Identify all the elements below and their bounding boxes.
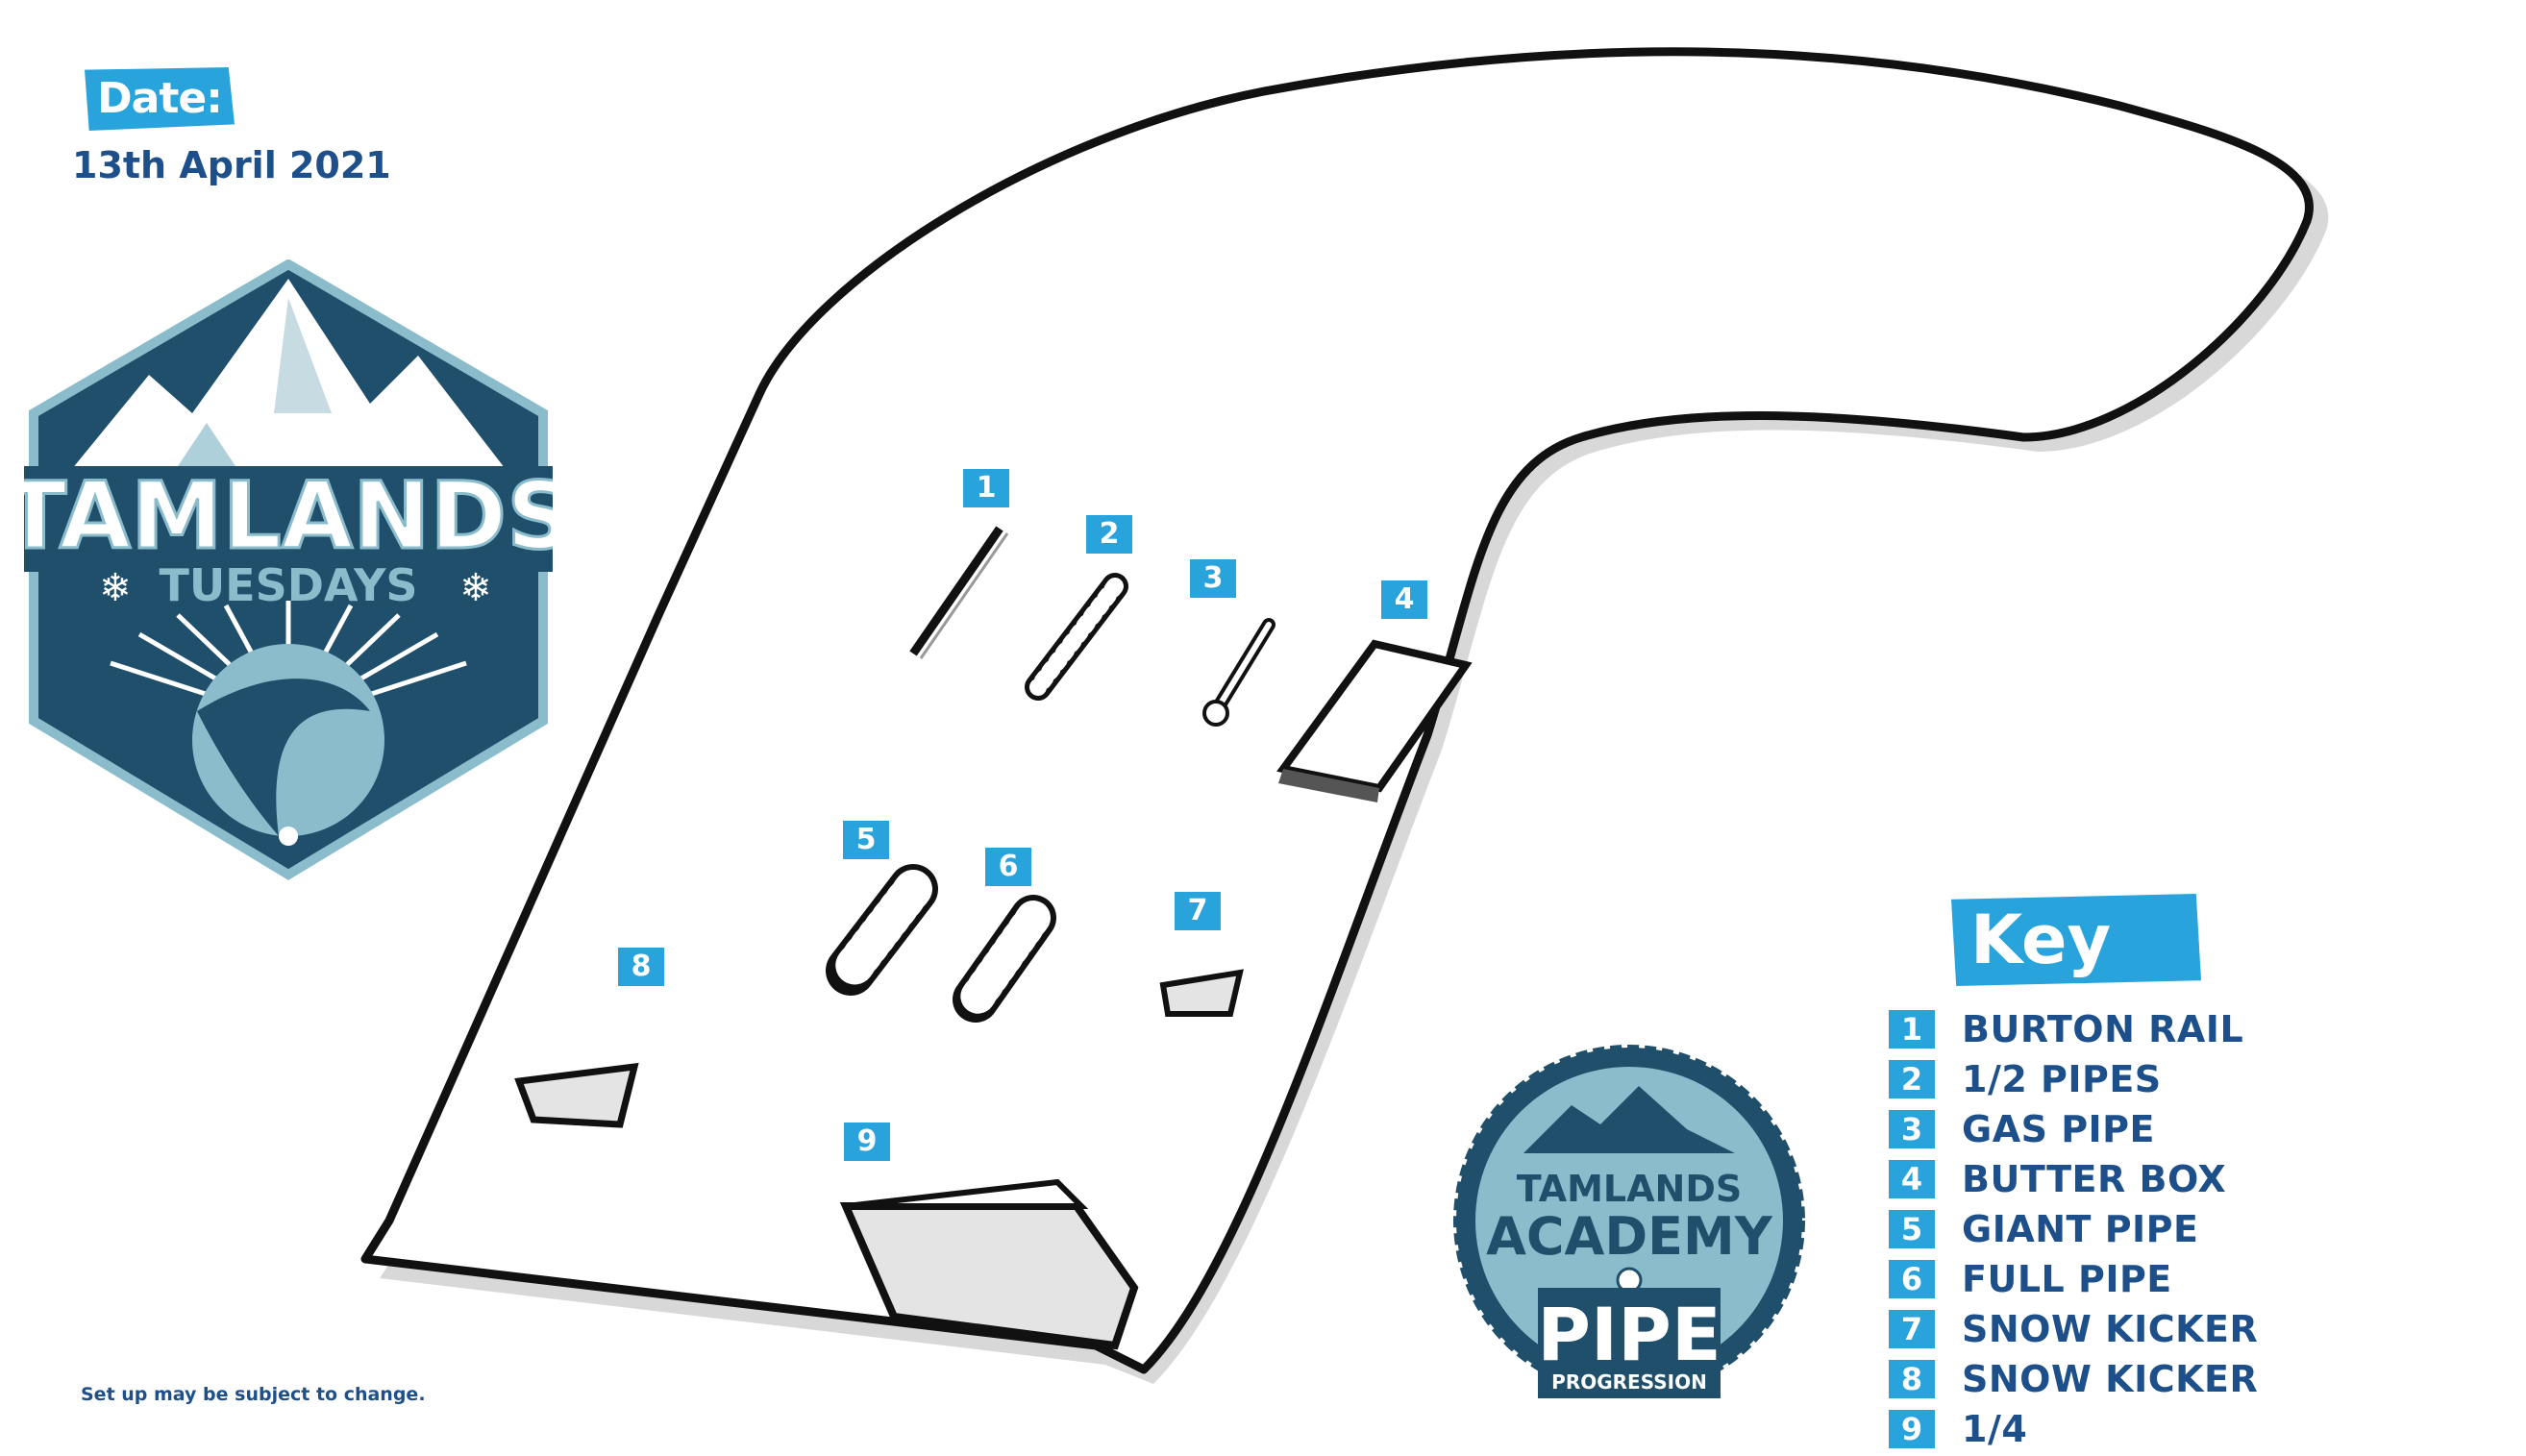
key-label: 1/4 bbox=[1962, 1408, 2028, 1450]
key-number: 2 bbox=[1889, 1060, 1935, 1098]
key-item: 2 1/2 PIPES bbox=[1889, 1054, 2258, 1104]
key-label: SNOW KICKER bbox=[1962, 1308, 2259, 1350]
key-item: 7 SNOW KICKER bbox=[1889, 1304, 2258, 1354]
logo-title: TAMLANDS bbox=[24, 462, 553, 570]
map-marker-4: 4 bbox=[1381, 580, 1427, 619]
map-marker-6: 6 bbox=[985, 848, 1031, 886]
feature-snow-kicker-7 bbox=[1159, 969, 1244, 1017]
key-label: FULL PIPE bbox=[1962, 1258, 2172, 1300]
key-number: 5 bbox=[1889, 1210, 1935, 1248]
feature-full-pipe bbox=[953, 895, 1056, 1023]
key-number: 7 bbox=[1889, 1310, 1935, 1348]
key-label: SNOW KICKER bbox=[1962, 1358, 2259, 1400]
map-marker-9: 9 bbox=[844, 1123, 890, 1161]
key-number: 1 bbox=[1889, 1010, 1935, 1049]
tamlands-tuesdays-logo: TAMLANDS TUESDAYS ❄ ❄ bbox=[24, 259, 553, 880]
key-item: 5 GIANT PIPE bbox=[1889, 1204, 2258, 1254]
map-marker-1: 1 bbox=[963, 469, 1009, 507]
key-number: 6 bbox=[1889, 1260, 1935, 1298]
key-label: BURTON RAIL bbox=[1962, 1008, 2244, 1050]
key-label: GAS PIPE bbox=[1962, 1108, 2155, 1150]
map-marker-8: 8 bbox=[618, 948, 664, 986]
feature-gas-pipe bbox=[1202, 618, 1275, 727]
key-number: 8 bbox=[1889, 1360, 1935, 1398]
feature-butter-box bbox=[1276, 639, 1473, 802]
key-label: BUTTER BOX bbox=[1962, 1158, 2227, 1200]
key-item: 4 BUTTER BOX bbox=[1889, 1154, 2258, 1204]
key-number: 4 bbox=[1889, 1160, 1935, 1198]
feature-quarter-pipe bbox=[839, 1178, 1139, 1350]
key-item: 8 SNOW KICKER bbox=[1889, 1354, 2258, 1404]
map-marker-7: 7 bbox=[1175, 892, 1221, 930]
badge-mountains bbox=[1523, 1086, 1735, 1153]
hex-bolt-icon bbox=[279, 827, 298, 846]
badge-title: TAMLANDS bbox=[1517, 1168, 1743, 1210]
key-item: 3 GAS PIPE bbox=[1889, 1104, 2258, 1154]
feature-burton-rail bbox=[909, 526, 1009, 659]
date-label: Date: bbox=[85, 67, 235, 131]
map-marker-3: 3 bbox=[1190, 559, 1236, 598]
key-title: Key bbox=[1951, 894, 2201, 986]
key-item: 6 FULL PIPE bbox=[1889, 1254, 2258, 1304]
key-number: 9 bbox=[1889, 1410, 1935, 1448]
feature-snow-kicker-8 bbox=[514, 1062, 639, 1128]
snowflake-icon: ❄ bbox=[99, 566, 132, 610]
map-marker-2: 2 bbox=[1086, 515, 1132, 554]
key-label: 1/2 PIPES bbox=[1962, 1058, 2162, 1100]
snowflake-icon: ❄ bbox=[459, 566, 492, 610]
key-list: 1 BURTON RAIL 2 1/2 PIPES 3 GAS PIPE 4 BUTTE… bbox=[1889, 1004, 2258, 1454]
badge-progression: PROGRESSION bbox=[1551, 1370, 1707, 1394]
date-value: 13th April 2021 bbox=[72, 144, 391, 186]
badge-pipe: PIPE bbox=[1537, 1292, 1721, 1377]
key-item: 1 BURTON RAIL bbox=[1889, 1004, 2258, 1054]
tamlands-academy-badge: TAMLANDS ACADEMY PIPE PROGRESSION bbox=[1453, 1045, 1805, 1398]
map-marker-5: 5 bbox=[843, 821, 889, 859]
badge-subtitle: ACADEMY bbox=[1486, 1206, 1773, 1267]
disclaimer: Set up may be subject to change. bbox=[81, 1384, 426, 1405]
key-item: 9 1/4 bbox=[1889, 1404, 2258, 1454]
key-number: 3 bbox=[1889, 1110, 1935, 1148]
feature-giant-pipe bbox=[826, 864, 938, 996]
key-label: GIANT PIPE bbox=[1962, 1208, 2199, 1250]
feature-half-pipes bbox=[1025, 573, 1128, 701]
